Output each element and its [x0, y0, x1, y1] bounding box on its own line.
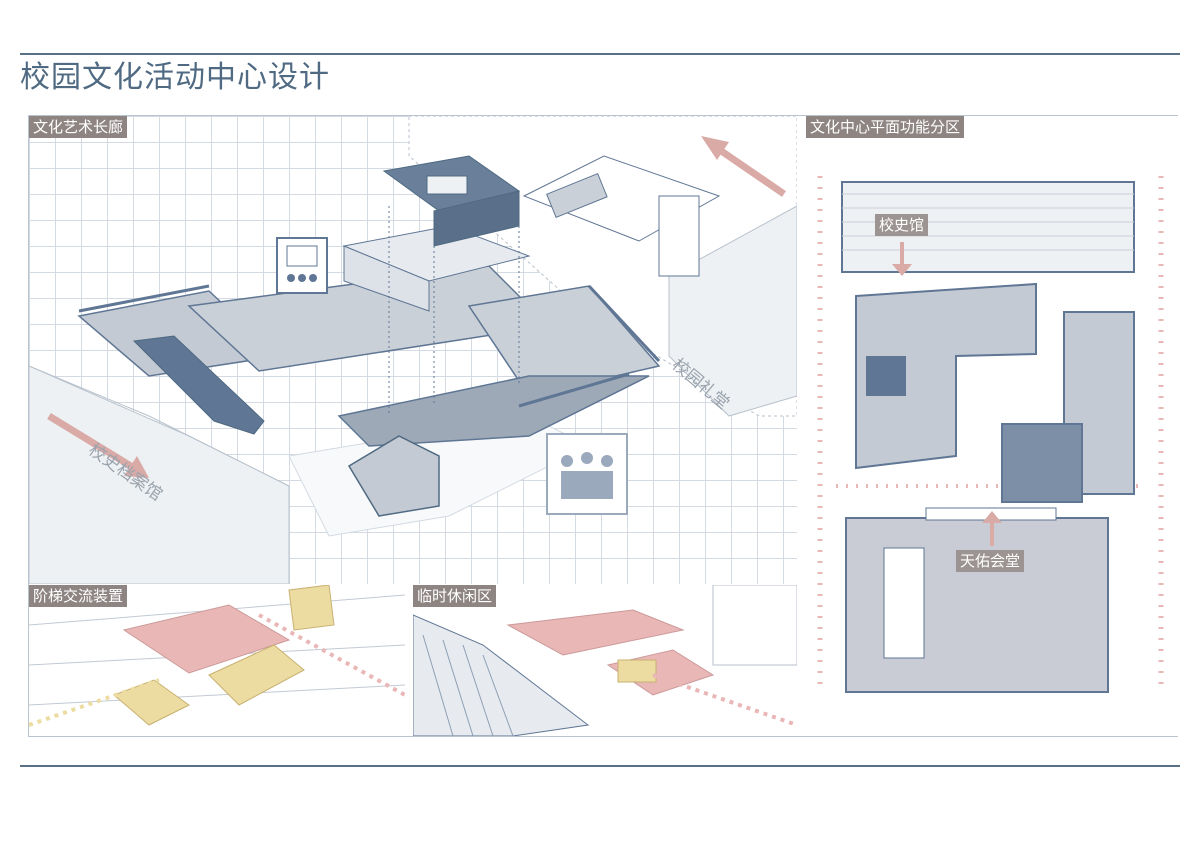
arrow-icon: [47, 413, 149, 478]
railing-stage: [518, 372, 630, 408]
crowd-icon: [546, 433, 628, 515]
top-rule: [20, 53, 1180, 55]
pink-stepped-seating: [122, 604, 291, 674]
history-hall-label: 校史馆: [875, 214, 929, 236]
stair-installation-panel: 阶梯交流装置: [29, 585, 405, 736]
yellow-corner-frame: [113, 679, 190, 726]
page-title: 校园文化活动中心设计: [20, 60, 330, 95]
railing-right: [587, 284, 661, 363]
main-axonometric-drawing: [29, 116, 797, 584]
gallery-icon: [276, 237, 328, 294]
history-hall-core: [866, 356, 906, 396]
rest-area-panel: 临时休闲区: [413, 585, 797, 736]
auditorium-stage: [883, 547, 925, 659]
striped-roof-building: [413, 614, 590, 736]
gallery-block-mid: [1001, 423, 1083, 503]
vertical-screen: [658, 195, 700, 277]
rest-area-drawing: [413, 585, 797, 736]
bench-volumes: [132, 335, 265, 435]
right-building: [712, 585, 797, 666]
gallery-roof-front: [343, 245, 430, 312]
roof-skylight: [546, 172, 608, 219]
yellow-kiosk: [617, 659, 657, 683]
function-plan-drawing: [817, 176, 1164, 693]
arrow-icon: [701, 136, 786, 197]
spiral-stair: [347, 435, 440, 517]
stair-panel-label: 阶梯交流装置: [29, 585, 128, 607]
yellow-frame-volume: [208, 644, 305, 706]
auditorium-building: [668, 205, 797, 417]
arrow-icon: [892, 242, 912, 276]
history-hall-plan: [855, 282, 1037, 470]
arrow-icon: [982, 511, 1002, 546]
roof-stripes: [422, 634, 514, 736]
railing-left: [78, 284, 210, 313]
stair-installation-drawing: [29, 585, 405, 727]
archive-roof: [29, 365, 290, 487]
corridor-walkway-right: [467, 285, 661, 397]
lower-stage-platform: [337, 375, 650, 447]
yellow-gate: [288, 585, 335, 631]
archive-building: [29, 365, 290, 584]
bottom-rule: [20, 765, 1180, 767]
auditorium-label: 天佑会堂: [956, 550, 1025, 572]
plan-panel-label: 文化中心平面功能分区: [806, 116, 965, 138]
rest-panel-label: 临时休闲区: [413, 585, 497, 607]
function-plan-panel: 文化中心平面功能分区 校史馆 天佑会堂: [806, 116, 1178, 736]
pink-walkway: [506, 609, 685, 656]
top-box-opening: [426, 175, 468, 195]
corridor-panel-label: 文化艺术长廊: [29, 116, 128, 138]
roof-hatch: [842, 193, 1134, 251]
main-axonometric-panel: 文化艺术长廊 校史档案馆 校园礼堂: [29, 116, 797, 584]
